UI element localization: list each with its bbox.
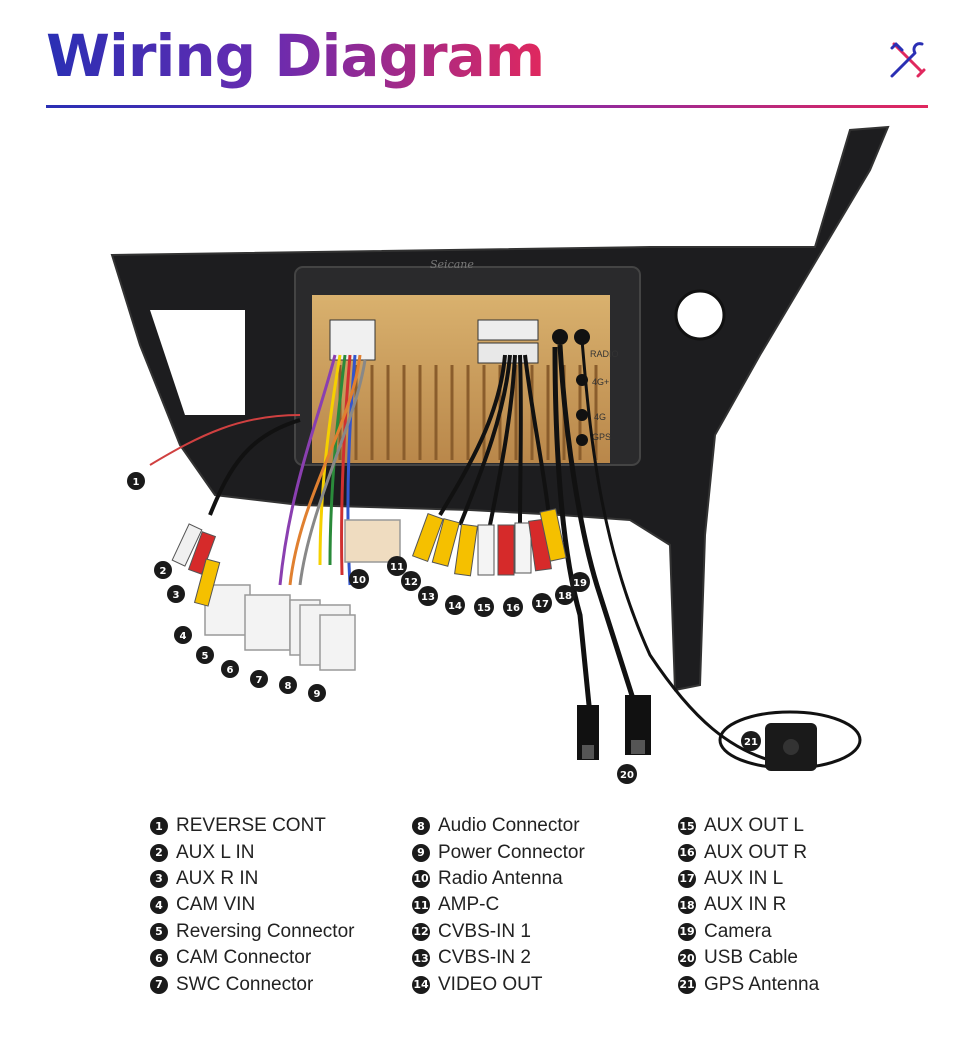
callout-4: 4 [180,631,187,642]
callout-16: 16 [506,603,520,614]
callout-8: 8 [285,681,292,692]
connector-power [319,614,356,671]
panel-label-4g-plus: 4G+ [592,377,609,387]
connector-cam [244,594,291,651]
tools-icon [890,42,926,78]
callout-11: 11 [390,562,404,573]
page-title: Wiring Diagram [46,16,545,96]
wiring-diagram: Seicane RADIO 4G+ 4G GPS [110,125,890,784]
connector-reversing [204,584,251,636]
callout-7: 7 [256,675,263,686]
callout-6: 6 [227,665,234,676]
callout-1: 1 [133,477,140,488]
panel-label-radio: RADIO [590,349,619,359]
connector-radio-antenna [344,519,401,563]
title-underline [46,105,928,108]
panel-label-gps: GPS [592,432,611,442]
callout-9: 9 [314,689,321,700]
brand-text: Seicane [430,258,474,271]
callout-21: 21 [744,737,758,748]
callout-17: 17 [535,599,549,610]
callout-3: 3 [173,590,180,601]
callout-19: 19 [573,578,587,589]
callout-12: 12 [404,577,418,588]
callout-20: 20 [620,770,634,781]
callout-13: 13 [421,592,435,603]
panel-label-4g: 4G [594,412,606,422]
callout-18: 18 [558,591,572,602]
callout-14: 14 [448,601,462,612]
callout-5: 5 [202,651,209,662]
callout-10: 10 [352,575,366,586]
callout-15: 15 [477,603,491,614]
callout-2: 2 [160,566,167,577]
